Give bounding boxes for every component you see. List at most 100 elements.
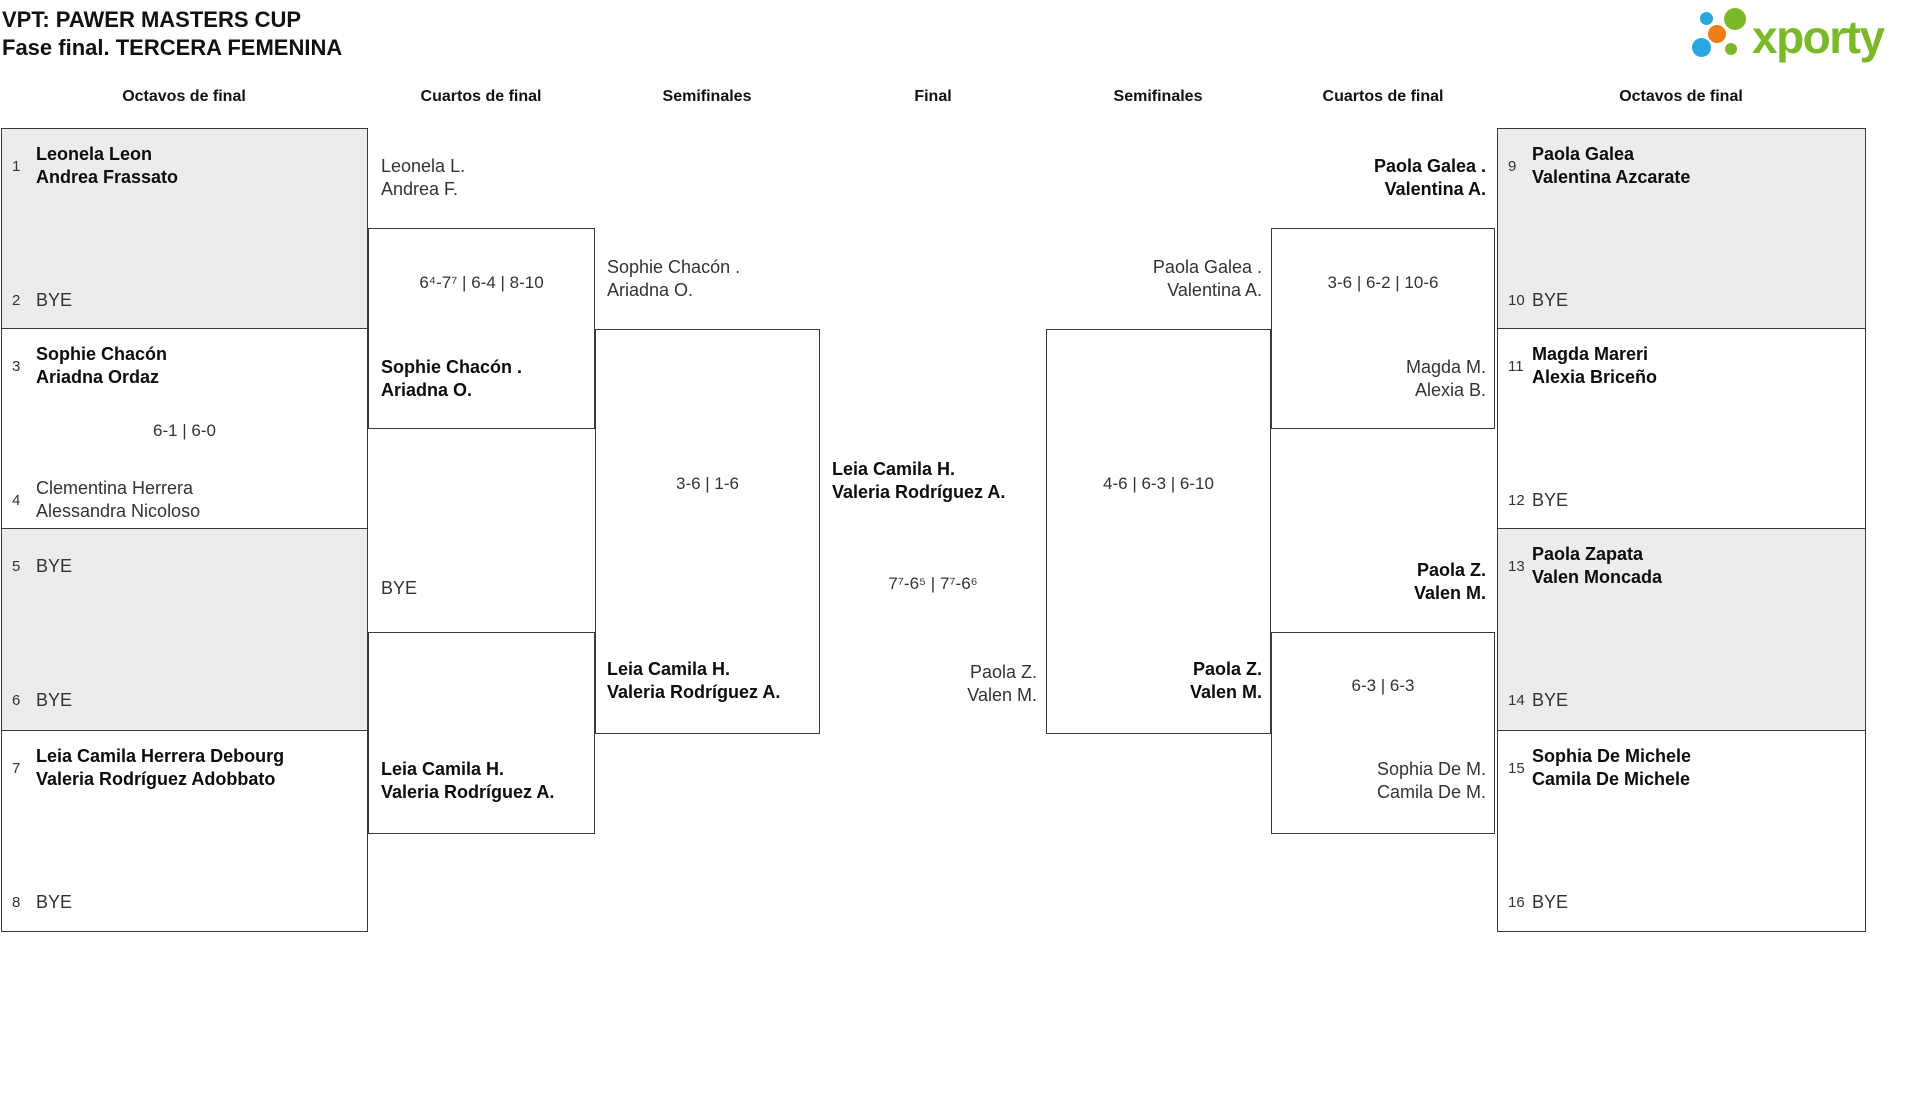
seed-number: 15 bbox=[1508, 759, 1525, 777]
team-line: Valentina A. bbox=[1384, 179, 1486, 199]
player-name: Magda Mareri bbox=[1532, 344, 1649, 364]
round-header-sf-left: Semifinales bbox=[662, 88, 752, 105]
r16-match-box-6: 11 Magda Mareri Alexia Briceño 12 BYE bbox=[1497, 328, 1866, 529]
team-names: Magda Mareri Alexia Briceño bbox=[1532, 343, 1657, 389]
bye-label: BYE bbox=[36, 891, 73, 912]
bye-label: BYE bbox=[381, 578, 418, 598]
seed-number: 16 bbox=[1508, 893, 1525, 911]
sf2-match-box bbox=[1046, 329, 1271, 734]
team-line: Sophie Chacón . bbox=[381, 357, 523, 377]
seed-number: 2 bbox=[12, 291, 21, 309]
seed-number: 9 bbox=[1508, 157, 1517, 175]
team-line: Paola Galea . bbox=[1373, 156, 1486, 176]
seed-number: 11 bbox=[1508, 357, 1524, 375]
page-title: VPT: PAWER MASTERS CUP Fase final. TERCE… bbox=[2, 6, 342, 62]
r16-match-box-1: 1 Leonela Leon Andrea Frassato 2 BYE bbox=[1, 128, 368, 329]
sf1-team1-label: Sophie Chacón . Ariadna O. bbox=[607, 256, 740, 302]
qf2-match-box bbox=[368, 632, 595, 834]
qf1-team1-label: Leonela L. Andrea F. bbox=[381, 155, 465, 201]
qf1-team2-label: Sophie Chacón . Ariadna O. bbox=[381, 356, 522, 402]
round-header-final: Final bbox=[914, 88, 952, 105]
seed-number: 8 bbox=[12, 893, 21, 911]
seed-number: 14 bbox=[1508, 691, 1525, 709]
team-line: Paola Galea . bbox=[1152, 257, 1262, 277]
r16-match-2-score: 6-1 | 6-0 bbox=[152, 421, 216, 440]
qf4-team2-label: Sophia De M. Camila De M. bbox=[1280, 758, 1486, 804]
final-score: 7⁷-6⁵ | 7⁷-6⁶ bbox=[888, 574, 978, 593]
round-header-qf-right: Cuartos de final bbox=[1322, 88, 1444, 105]
player-name: Sophia De Michele bbox=[1532, 746, 1692, 766]
seed-number: 5 bbox=[12, 557, 21, 575]
seed-number: 13 bbox=[1508, 557, 1525, 575]
bracket-slot-seed-12: 12 BYE bbox=[1508, 475, 1857, 525]
round-header-r16-right: Octavos de final bbox=[1619, 88, 1743, 105]
bye-label: BYE bbox=[36, 689, 73, 710]
team-line: Ariadna O. bbox=[381, 380, 473, 400]
player-name: Valen Moncada bbox=[1532, 567, 1663, 587]
bye-label: BYE bbox=[36, 289, 73, 310]
team-line: Leia Camila H. bbox=[832, 459, 956, 479]
round-header-sf-right: Semifinales bbox=[1113, 88, 1203, 105]
team-names: Paola Galea Valentina Azcarate bbox=[1532, 143, 1690, 189]
sf2-score: 4-6 | 6-3 | 6-10 bbox=[1103, 474, 1214, 493]
sf2-team1-label: Paola Galea . Valentina A. bbox=[1059, 256, 1262, 302]
team-names: BYE bbox=[36, 555, 72, 578]
qf4-score: 6-3 | 6-3 bbox=[1351, 676, 1415, 695]
player-name: Sophie Chacón bbox=[36, 344, 168, 364]
player-name: Paola Zapata bbox=[1532, 544, 1644, 564]
bye-label: BYE bbox=[1532, 289, 1569, 310]
team-line: Andrea F. bbox=[381, 179, 459, 199]
sf1-match-box bbox=[595, 329, 820, 734]
player-name: Alexia Briceño bbox=[1532, 367, 1658, 387]
logo-wordmark: xporty bbox=[1752, 11, 1885, 63]
r16-match-box-2: 3 Sophie Chacón Ariadna Ordaz 4 Clementi… bbox=[1, 328, 368, 529]
qf3-match-box bbox=[1271, 228, 1495, 429]
bye-label: BYE bbox=[36, 555, 73, 576]
team-line: Valeria Rodríguez A. bbox=[607, 682, 781, 702]
qf3-score: 3-6 | 6-2 | 10-6 bbox=[1327, 273, 1439, 292]
team-names: BYE bbox=[36, 689, 72, 712]
r16-match-box-7: 13 Paola Zapata Valen Moncada 14 BYE bbox=[1497, 528, 1866, 731]
bracket-slot-seed-5: 5 BYE bbox=[12, 541, 359, 591]
bracket-slot-seed-11: 11 Magda Mareri Alexia Briceño bbox=[1508, 341, 1857, 391]
r16-match-box-4: 7 Leia Camila Herrera Debourg Valeria Ro… bbox=[1, 730, 368, 932]
team-names: Sophie Chacón Ariadna Ordaz bbox=[36, 343, 167, 389]
team-line: Valentina A. bbox=[1167, 280, 1262, 300]
bracket-slot-seed-4: 4 Clementina Herrera Alessandra Nicoloso bbox=[12, 475, 359, 525]
sf2-team2-label: Paola Z. Valen M. bbox=[1059, 658, 1262, 704]
logo-dot-icon bbox=[1700, 12, 1713, 25]
xporty-logo[interactable]: xporty bbox=[1688, 4, 1918, 70]
player-name: Leia Camila Herrera Debourg bbox=[36, 746, 285, 766]
player-name: Camila De Michele bbox=[1532, 769, 1691, 789]
seed-number: 4 bbox=[12, 491, 21, 509]
qf3-team1-label: Paola Galea . Valentina A. bbox=[1280, 155, 1486, 201]
player-name: Paola Galea bbox=[1532, 144, 1635, 164]
team-line: Sophia De M. bbox=[1376, 759, 1486, 779]
team-names: Paola Zapata Valen Moncada bbox=[1532, 543, 1662, 589]
team-names: Leia Camila Herrera Debourg Valeria Rodr… bbox=[36, 745, 284, 791]
bracket-slot-seed-14: 14 BYE bbox=[1508, 675, 1857, 725]
bracket-slot-seed-6: 6 BYE bbox=[12, 675, 359, 725]
seed-number: 10 bbox=[1508, 291, 1525, 309]
bracket-slot-seed-8: 8 BYE bbox=[12, 877, 359, 927]
team-names: BYE bbox=[36, 891, 72, 914]
player-name: Andrea Frassato bbox=[36, 167, 179, 187]
sf1-score: 3-6 | 1-6 bbox=[675, 474, 739, 493]
team-line: Valeria Rodríguez A. bbox=[832, 482, 1006, 502]
qf2-team1-label: BYE bbox=[381, 577, 417, 600]
team-line: Valen M. bbox=[967, 685, 1037, 705]
qf2-team2-label: Leia Camila H. Valeria Rodríguez A. bbox=[381, 758, 554, 804]
qf4-team1-label: Paola Z. Valen M. bbox=[1280, 559, 1486, 605]
bracket-slot-seed-16: 16 BYE bbox=[1508, 877, 1857, 927]
seed-number: 1 bbox=[12, 157, 21, 175]
team-line: Alexia B. bbox=[1414, 380, 1486, 400]
qf4-match-box bbox=[1271, 632, 1495, 834]
bracket-slot-seed-1: 1 Leonela Leon Andrea Frassato bbox=[12, 141, 359, 191]
team-line: Leonela L. bbox=[381, 156, 466, 176]
bracket-slot-seed-7: 7 Leia Camila Herrera Debourg Valeria Ro… bbox=[12, 743, 359, 793]
seed-number: 6 bbox=[12, 691, 21, 709]
team-line: Leia Camila H. bbox=[607, 659, 731, 679]
logo-dot-icon bbox=[1725, 43, 1737, 55]
qf1-match-box bbox=[368, 228, 595, 429]
